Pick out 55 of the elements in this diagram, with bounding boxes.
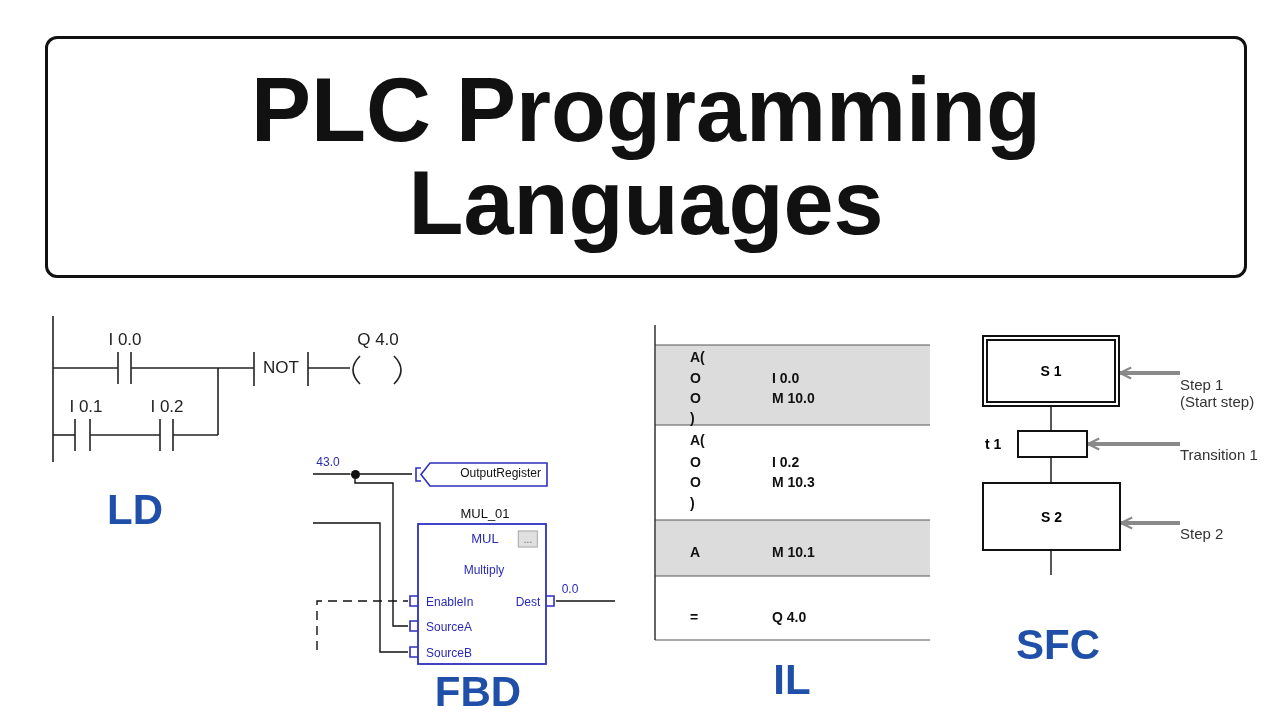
pin-label: SourceB [426,646,473,660]
instruction-text: I 0.0 [772,370,800,386]
instruction-text: M 10.0 [772,390,815,406]
instruction-text: Q 4.0 [772,609,807,625]
transition-name: t 1 [985,436,1002,452]
block-description: Multiply [463,563,505,577]
instruction-text: O [690,370,701,386]
connector-line [1050,406,1052,431]
language-caption: SFC [1016,621,1100,669]
instruction-text: O [690,474,701,490]
connector-line [1050,550,1052,576]
pin-label: Dest [515,595,541,609]
more-button: ... [517,530,539,548]
instruction-text: ) [690,495,695,511]
pin-label: SourceA [426,620,473,634]
instruction-text: O [690,390,701,406]
instruction-text: M 10.3 [772,474,815,490]
step-name: S 2 [1041,508,1062,525]
annotation-text: Step 1 (Start step) [1180,371,1264,415]
ladder-label: I 0.0 [108,330,142,350]
connector-line [316,600,409,651]
junction-dot [350,469,360,479]
annotation-text: Transition 1 [1180,444,1280,464]
instruction-text: O [690,454,701,470]
language-caption: IL [773,656,811,704]
instruction-text: = [690,609,699,625]
connector-line [312,522,409,653]
instruction-text: A [690,544,701,560]
connector-line [312,473,352,475]
instruction-text: I 0.2 [772,454,800,470]
annotation-text: Step 2 [1180,523,1280,543]
step-name: S 1 [1040,363,1062,379]
edge-label: 0.0 [560,582,580,596]
instruction-text: A( [690,432,705,448]
block-type: MUL [471,530,499,546]
connector-line [354,477,409,627]
pin-label: EnableIn [426,595,474,609]
step-box [982,482,1121,551]
ladder-label: NOT [263,358,299,378]
instruction-text: M 10.1 [772,544,815,560]
initial-step-box [982,335,1120,407]
connector-line [1050,457,1052,483]
transition-box [1017,430,1088,458]
instruction-text: ) [690,410,695,426]
ladder-label: I 0.2 [150,397,184,417]
output-tag: OutputRegister [412,460,549,489]
connector-line [358,473,413,475]
instruction-text: A( [690,349,705,365]
edge-label: 43.0 [315,455,341,469]
ladder-label: I 0.1 [69,397,103,417]
ladder-label: Q 4.0 [357,330,399,350]
language-caption: LD [107,486,163,534]
language-caption: FBD [434,668,522,716]
connector-line [555,600,616,602]
block-name: MUL_01 [460,505,510,521]
